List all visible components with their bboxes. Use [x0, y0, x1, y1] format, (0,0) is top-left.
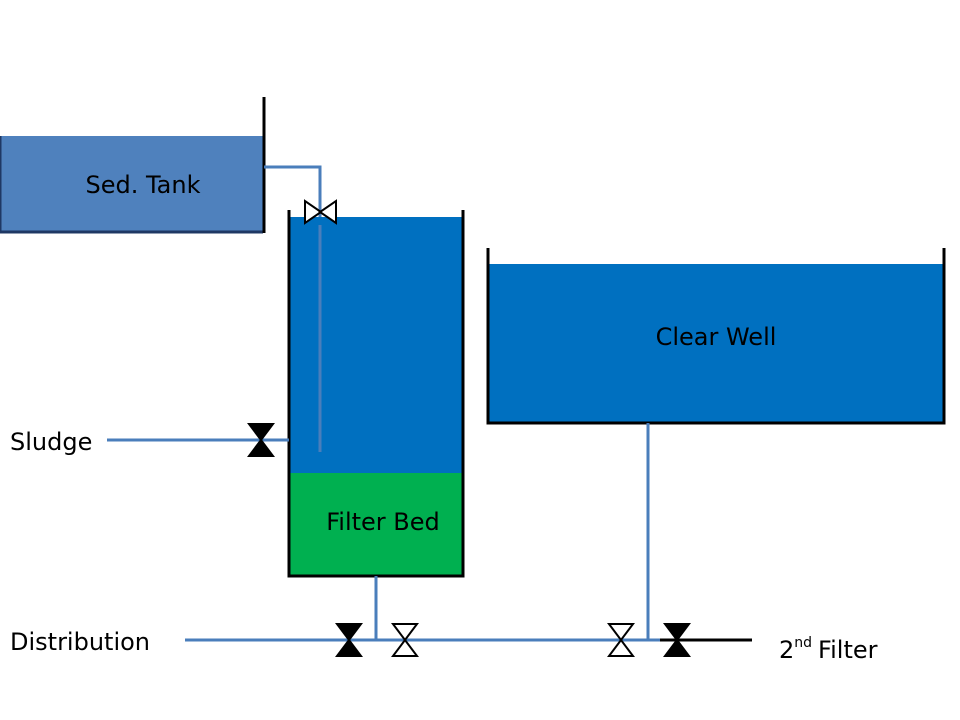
filter-tank: Filter Bed	[287, 210, 465, 578]
clear-well-wall	[486, 248, 946, 425]
sed-tank-label: Sed. Tank	[86, 171, 201, 199]
distribution-label: Distribution	[10, 628, 150, 656]
inlet-valve-right	[318, 199, 337, 225]
sludge-valve-bottom	[247, 438, 275, 457]
filter-outlet-valve-bottom	[391, 638, 419, 657]
clear-well-valve-top	[607, 623, 635, 642]
sludge-valve[interactable]	[247, 423, 275, 457]
inlet-valve[interactable]	[304, 199, 337, 225]
inlet-valve-left	[304, 199, 323, 225]
filter-outlet-valve-top	[391, 623, 419, 642]
second-filter-valve-bottom	[663, 638, 691, 657]
sludge-label: Sludge	[10, 428, 92, 456]
filter-bed	[289, 473, 463, 575]
filter-water	[289, 217, 463, 473]
second-filter-label: 2nd Filter	[779, 635, 878, 664]
sludge-valve-top	[247, 423, 275, 442]
filter-outlet-valve[interactable]	[391, 623, 419, 657]
sed-tank: Sed. Tank	[0, 97, 266, 234]
clear-well: Clear Well	[486, 248, 946, 425]
distribution-valve-top	[335, 623, 363, 642]
clear-well-water	[488, 264, 944, 423]
second-filter-valve-top	[663, 623, 691, 642]
distribution-valve-bottom	[335, 638, 363, 657]
clear-well-valve-bottom	[607, 638, 635, 657]
second-filter-num: 2	[779, 636, 794, 664]
second-filter-sup: nd	[794, 635, 812, 651]
sed-tank-wall	[0, 136, 263, 234]
sed-tank-water	[0, 136, 263, 232]
distribution-valve[interactable]	[335, 623, 363, 657]
second-filter-valve[interactable]	[663, 623, 691, 657]
clear-well-label: Clear Well	[656, 323, 777, 351]
clear-well-valve[interactable]	[607, 623, 635, 657]
filter-bed-label: Filter Bed	[326, 508, 440, 536]
second-filter-word: Filter	[818, 636, 878, 664]
